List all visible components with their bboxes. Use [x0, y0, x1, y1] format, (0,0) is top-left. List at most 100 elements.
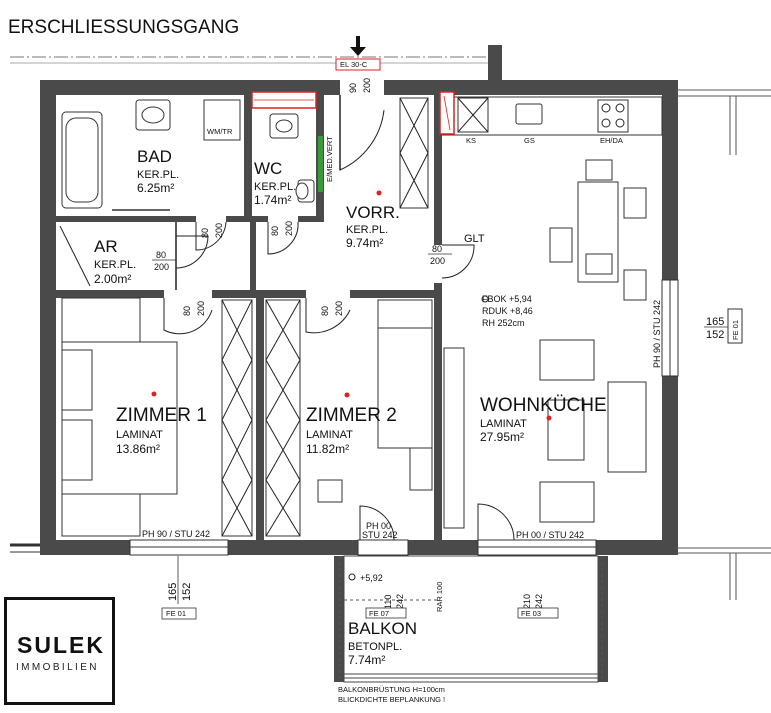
wk-side-window-height: 152: [706, 329, 724, 341]
exterior-walls: [40, 80, 678, 555]
z2-door-ph: PH 00: [366, 521, 391, 531]
bal-left-height: 242: [395, 594, 405, 609]
ar-name: AR: [94, 237, 118, 256]
vorr-name: VORR.: [346, 203, 400, 222]
zimmer2-name: ZIMMER 2: [306, 405, 397, 426]
corridor-label: ERSCHLIESSUNGSGANG: [8, 17, 239, 38]
room-wohnkueche: KS GS EH/DA WOHNKÜCHE LAMINAT 27.95m² FB…: [428, 91, 743, 556]
ks-label: KS: [466, 136, 476, 145]
balkon-name: BALKON: [348, 619, 417, 638]
bal-right-height: 242: [534, 594, 544, 609]
z1-fe01: FE 01: [166, 609, 186, 618]
logo-sub: IMMOBILIEN: [16, 662, 99, 673]
z1-door-width: 80: [182, 306, 192, 316]
railing-note-2: BLICKDICHTE BEPLANKUNG !: [338, 695, 445, 704]
zimmer2-floor: LAMINAT: [306, 429, 353, 441]
wk-side-window-width: 165: [706, 316, 724, 328]
room-vorr: VORR. KER.PL. 9.74m²: [346, 97, 429, 250]
rduk-label: RDUK +8,46: [482, 306, 533, 316]
zimmer2-area: 11.82m²: [306, 442, 349, 456]
cooktop: [597, 99, 629, 133]
media-distribution: [318, 136, 323, 192]
z1-door-height: 200: [196, 301, 206, 316]
ar-door-height: 200: [154, 262, 169, 272]
wk-bottom-window-label: PH 00 / STU 242: [516, 530, 584, 540]
ar-floor: KER.PL.: [94, 259, 136, 271]
bal-right-width: 210: [522, 594, 532, 609]
tv-unit: [443, 347, 465, 529]
glt-label: GLT: [464, 233, 485, 245]
vorr-floor: KER.PL.: [346, 224, 388, 236]
wk-side-window-label: PH 90 / STU 242: [652, 300, 662, 368]
bad-floor: KER.PL.: [137, 169, 179, 181]
room-bad: WM/TR BAD KER.PL. 6.25m² 80 200: [61, 99, 241, 251]
bal-rar: RAR 100: [435, 582, 444, 612]
coffee-table: [547, 399, 585, 461]
gs-label: GS: [524, 136, 535, 145]
unit-tag: EL 30-C: [340, 60, 368, 69]
balkon-area: 7.74m²: [348, 653, 385, 667]
rh-label: RH 252cm: [482, 318, 525, 328]
z1-window-label: PH 90 / STU 242: [142, 529, 210, 539]
wardrobe-entry: [399, 97, 429, 209]
ar-area: 2.00m²: [94, 272, 131, 286]
room-zimmer2: ZIMMER 2 LAMINAT 11.82m² 80 200 PH 00 ST…: [265, 298, 433, 556]
bal-left-width: 110: [383, 595, 393, 609]
zimmer1-area: 13.86m²: [116, 442, 160, 456]
entry-arrow-icon: [350, 36, 366, 56]
zimmer1-floor: LAMINAT: [116, 429, 163, 441]
sulek-logo: SULEK IMMOBILIEN: [4, 597, 115, 705]
wc-name: WC: [254, 159, 282, 178]
kitchen-door-width: 80: [432, 244, 442, 254]
kitchen-door-height: 200: [430, 256, 445, 266]
bad-area: 6.25m²: [137, 181, 174, 195]
wc-door-height: 200: [284, 221, 294, 236]
wohnkueche-area: 27.95m²: [480, 430, 524, 444]
wc-area: 1.74m²: [254, 193, 291, 207]
ar-door-width: 80: [156, 250, 166, 260]
z1-window-width: 165: [167, 583, 179, 601]
sofa: [607, 381, 647, 473]
bad-door-height: 200: [214, 223, 224, 238]
bad-door-width: 80: [200, 228, 210, 238]
exterior-lines: [10, 89, 771, 600]
wardrobe-z2: [265, 299, 301, 537]
zimmer1-name: ZIMMER 1: [116, 405, 207, 426]
armchair-top: [539, 339, 595, 381]
vorr-area: 9.74m²: [346, 236, 383, 250]
room-zimmer1: ZIMMER 1 LAMINAT 13.86m² 80 200 PH 90 / …: [61, 297, 253, 556]
railing-note-1: BALKONBRÜSTUNG H=100cm: [338, 685, 445, 694]
wc-floor: KER.PL.: [254, 181, 296, 193]
bal-fe03: FE 03: [521, 609, 541, 618]
room-ar: AR KER.PL. 2.00m² 80 200: [59, 222, 209, 290]
nightstand-left: [61, 297, 141, 343]
armchair-bottom: [539, 481, 595, 523]
logo-name: SULEK: [17, 632, 105, 658]
wohnkueche-name: WOHNKÜCHE: [480, 395, 607, 416]
bal-fe07: FE 07: [369, 609, 389, 618]
wardrobe-z1: [221, 299, 253, 537]
entry-door-height: 200: [362, 78, 372, 93]
washer-dryer: [203, 99, 241, 141]
z2-door-height: 200: [334, 301, 344, 316]
room-wc: E/MED.VERT WC KER.PL. 1.74m² 80 200: [251, 91, 334, 255]
wm-tr-label: WM/TR: [207, 127, 233, 136]
z1-window-height: 152: [181, 583, 193, 601]
balkon-floor: BETONPL.: [348, 641, 402, 653]
bad-name: BAD: [137, 147, 172, 166]
room-balkon: +5,92 BALKON BETONPL. 7.74m² 110 242 FE …: [334, 555, 608, 704]
entry-door-width: 90: [348, 83, 358, 93]
kitchen-sink: [515, 103, 543, 125]
eh-da-label: EH/DA: [600, 136, 623, 145]
z2-door-width: 80: [320, 306, 330, 316]
wohnkueche-floor: LAMINAT: [480, 418, 527, 430]
z2-door-stu: STU 242: [362, 530, 398, 540]
fbok-label: FBOK +5,94: [482, 294, 532, 304]
balkon-level: +5,92: [360, 573, 383, 583]
wk-side-fe-label: FE 01: [731, 320, 740, 340]
wc-door-width: 80: [270, 226, 280, 236]
z1-window-dims: 165 152 FE 01: [161, 556, 197, 620]
e-med-vert-label: E/MED.VERT: [325, 136, 334, 182]
entry-door: EL 30-C 90 200: [335, 36, 385, 171]
